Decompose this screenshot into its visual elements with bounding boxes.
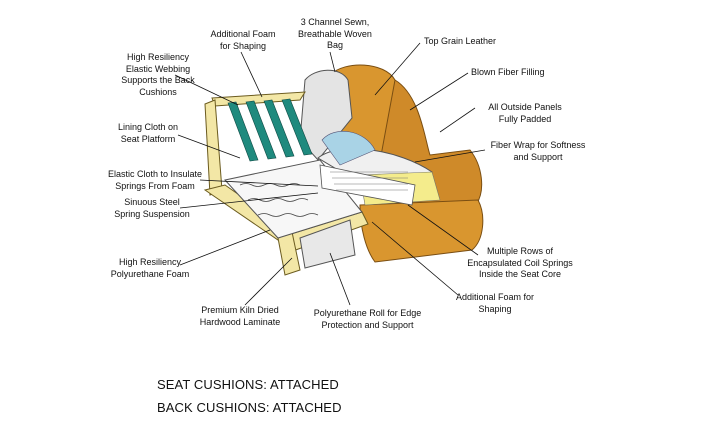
label-high-resiliency-webbing: High Resiliency Elastic Webbing Supports… <box>121 52 195 97</box>
label-elastic-cloth: Elastic Cloth to Insulate Springs From F… <box>107 169 203 191</box>
label-additional-foam-shaping-top: Additional Foam for Shaping <box>210 29 276 51</box>
label-blown-fiber-filling: Blown Fiber Filling <box>471 67 545 77</box>
caption-back-cushions: BACK CUSHIONS: ATTACHED <box>157 400 342 415</box>
label-high-resiliency-foam: High Resiliency Polyurethane Foam <box>110 257 190 279</box>
label-three-channel-bag: 3 Channel Sewn, Breathable Woven Bag <box>298 17 372 50</box>
label-kiln-dried-hardwood: Premium Kiln Dried Hardwood Laminate <box>199 305 281 327</box>
leather-seat-front <box>359 199 484 263</box>
seat-cushion-blue-foam <box>321 131 376 166</box>
polyurethane-edge-panel <box>299 219 356 269</box>
seat-cushion-coil-layer <box>319 164 416 206</box>
encapsulated-coils <box>330 171 408 191</box>
label-encapsulated-coils: Multiple Rows of Encapsulated Coil Sprin… <box>467 246 573 279</box>
label-fiber-wrap: Fiber Wrap for Softness and Support <box>490 140 586 162</box>
label-lining-cloth: Lining Cloth on Seat Platform <box>117 122 179 144</box>
elastic-webbing <box>227 98 313 162</box>
label-outside-panels-padded: All Outside Panels Fully Padded <box>488 102 562 124</box>
label-sinuous-steel: Sinuous Steel Spring Suspension <box>114 197 190 219</box>
label-top-grain-leather: Top Grain Leather <box>424 36 497 46</box>
caption-seat-cushions: SEAT CUSHIONS: ATTACHED <box>157 377 339 392</box>
leader-lines <box>174 42 486 306</box>
label-additional-foam-shaping-bottom: Additional Foam for Shaping <box>455 292 535 314</box>
label-polyurethane-roll: Polyurethane Roll for Edge Protection an… <box>313 308 422 330</box>
